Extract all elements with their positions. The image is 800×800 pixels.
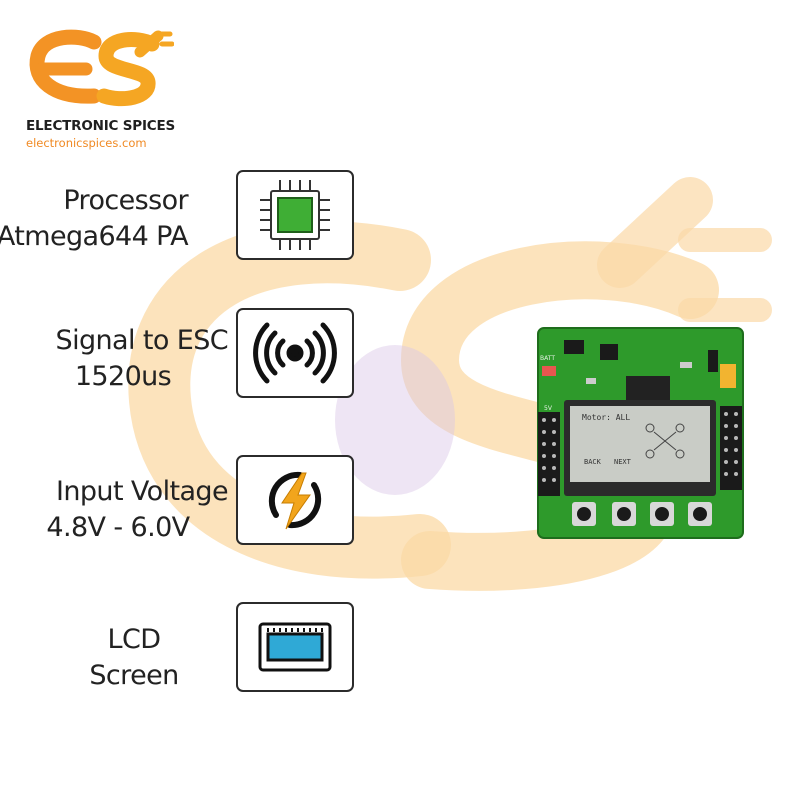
board-batt-label: BATT xyxy=(540,355,555,362)
signal-wave-icon xyxy=(253,322,337,384)
feature-signal-line2: 1520us xyxy=(74,361,172,392)
feature-lcd-line2: Screen xyxy=(89,660,179,691)
brand-name: ELECTRONIC SPICES xyxy=(26,118,176,134)
feature-processor-label: Processor Atmega644 PA xyxy=(0,183,189,255)
feature-signal-label: Signal to ESC 1520us xyxy=(0,323,229,395)
feature-signal-line1: Signal to ESC xyxy=(55,325,229,356)
feature-lcd-line1: LCD xyxy=(107,624,161,655)
feature-voltage-label: Input Voltage 4.8V - 6.0V xyxy=(0,474,228,546)
kk-board-image: Motor: ALL BACK NEXT BATT 5V xyxy=(537,327,744,539)
lcd-back-text: BACK xyxy=(584,458,602,466)
processor-icon-box xyxy=(236,170,354,260)
lcd-motor-text: Motor: ALL xyxy=(582,413,630,422)
lcd-icon-box xyxy=(236,602,354,692)
processor-chip-icon xyxy=(260,180,330,250)
feature-voltage-line2: 4.8V - 6.0V xyxy=(46,512,190,543)
voltage-icon-box xyxy=(236,455,354,545)
signal-icon-box xyxy=(236,308,354,398)
board-5v-label: 5V xyxy=(544,405,553,412)
brand-url: electronicspices.com xyxy=(26,136,147,150)
es-plug-logo-icon xyxy=(29,29,174,107)
lcd-next-text: NEXT xyxy=(614,458,632,466)
lcd-screen-icon xyxy=(258,622,332,672)
feature-lcd-label: LCD Screen xyxy=(64,622,204,694)
lightning-bolt-icon xyxy=(268,471,322,530)
feature-processor-line2: Atmega644 PA xyxy=(0,221,189,252)
feature-voltage-line1: Input Voltage xyxy=(56,476,229,507)
feature-processor-line1: Processor xyxy=(63,185,188,216)
